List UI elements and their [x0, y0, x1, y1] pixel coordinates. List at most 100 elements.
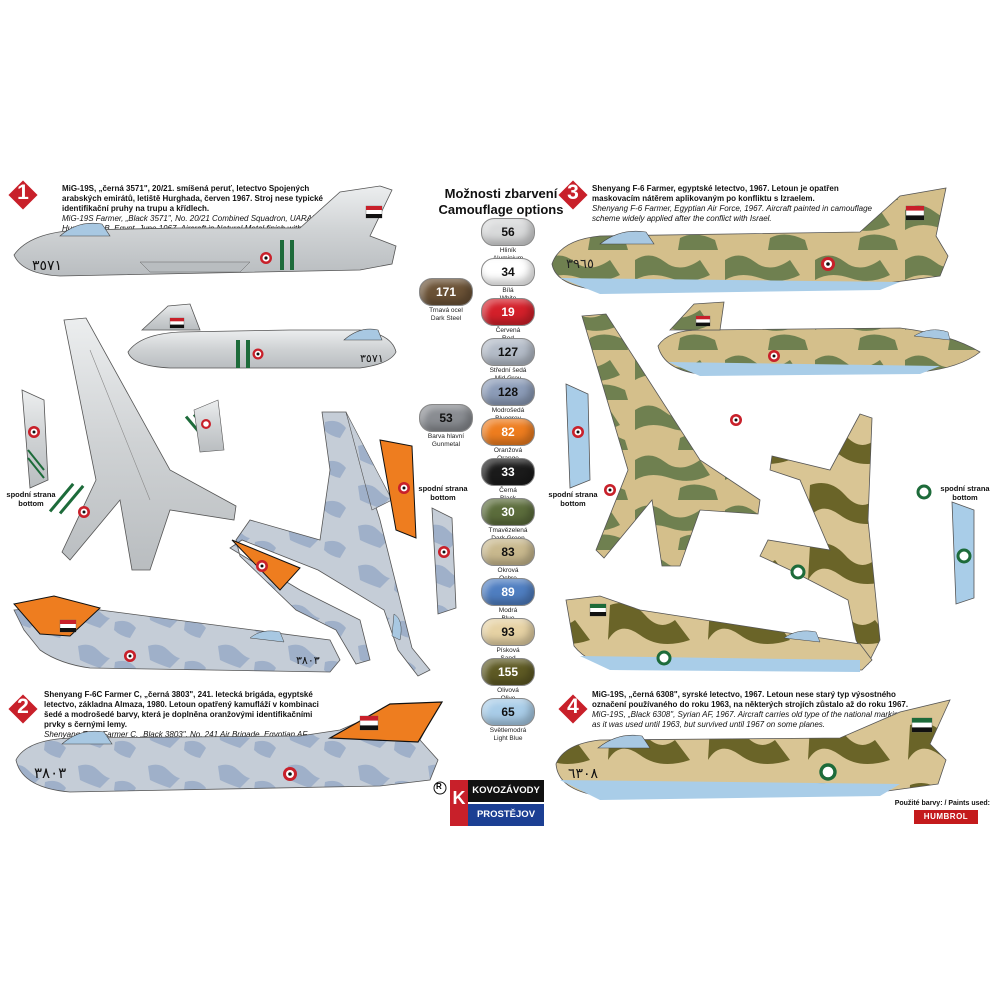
title-en: Camouflage options — [438, 202, 564, 217]
option-4-underside-wing — [951, 501, 975, 605]
option-1-underside-wing — [21, 389, 225, 489]
option-4-side-view-main: ٦٣٠٨ — [555, 699, 951, 800]
option-1-side-view: ٣٥٧١ — [13, 185, 397, 277]
paint-name-cz: Hliník — [499, 247, 517, 254]
paint-code: 53 — [419, 404, 473, 432]
label-en: bottom — [952, 493, 978, 502]
paint-name-cz: Okrová — [497, 567, 519, 574]
paint-name-cz: Bílá — [502, 287, 514, 294]
paint-chip-56: 56HliníkAluminium — [480, 218, 536, 263]
option-4-en: MiG-19S, „Black 6308", Syrian AF, 1967. … — [592, 710, 903, 729]
paint-code: 127 — [481, 338, 535, 366]
kovozavody-logo: R K KOVOZÁVODY PROSTĚJOV — [432, 780, 544, 826]
label-cz: spodní strana — [6, 490, 56, 499]
option-4-cz: MiG-19S, „černá 6308", syrské letectvo, … — [592, 690, 909, 709]
paint-name-cz: Trnavá ocel — [429, 307, 463, 314]
option-3-cz: Shenyang F-6 Farmer, egyptské letectvo, … — [592, 184, 839, 203]
serial-2: ٣٨٠٣ — [34, 764, 66, 782]
paint-chip-93: 93PískováSand — [480, 618, 536, 663]
paint-name-cz: Olivová — [497, 687, 519, 694]
paint-code: 56 — [481, 218, 535, 246]
paint-name-en: Gunmetal — [431, 441, 461, 448]
paint-name-cz: Písková — [496, 647, 520, 654]
option-4-top-view — [759, 413, 932, 665]
paint-name-cz: Modrošedá — [491, 407, 525, 414]
option-3-side-view-2 — [657, 301, 981, 376]
underside-label-4: spodní strana bottom — [940, 484, 990, 502]
underside-label-3: spodní strana bottom — [548, 490, 598, 508]
option-3-text: Shenyang F-6 Farmer, egyptské letectvo, … — [592, 184, 872, 224]
option-2-underside-wing — [431, 507, 457, 615]
paint-name-cz: Oranžová — [493, 447, 523, 454]
badge-shape — [6, 692, 40, 726]
option-2-top-view — [229, 411, 431, 677]
label-cz: spodní strana — [940, 484, 990, 493]
paint-code: 82 — [481, 418, 535, 446]
serial-3: ٣٩٦٥ — [566, 257, 594, 272]
paint-code: 19 — [481, 298, 535, 326]
logo-mark: K — [452, 788, 466, 808]
paint-name-cz: Červená — [495, 327, 521, 334]
option-1-cz: MiG-19S, „černá 3571", 20/21. smíšená pe… — [62, 184, 324, 213]
serial-1b: ٣٥٧١ — [360, 352, 384, 365]
option-4-number: 4 — [567, 695, 579, 718]
paint-name-en: Light Blue — [493, 735, 523, 742]
paint-name-cz: Střední šedá — [489, 367, 527, 374]
paint-code: 155 — [481, 658, 535, 686]
title-cz: Možnosti zbarvení — [444, 186, 558, 201]
paint-chip-19: 19ČervenáRed — [480, 298, 536, 343]
paint-code: 33 — [481, 458, 535, 486]
option-2-badge: 2 — [6, 692, 40, 726]
paint-name-cz: Černá — [499, 487, 517, 494]
paint-chip-89: 89ModráBlue — [480, 578, 536, 623]
label-cz: spodní strana — [548, 490, 598, 499]
badge-shape — [6, 178, 40, 212]
paint-code: 65 — [481, 698, 535, 726]
option-3-badge: 3 — [556, 178, 590, 212]
option-2-number: 2 — [17, 695, 29, 718]
option-1-number: 1 — [17, 181, 29, 204]
option-1-side-view-2: ٣٥٧١ — [127, 303, 397, 369]
badge-shape — [556, 692, 590, 726]
label-en: bottom — [18, 499, 44, 508]
option-3-side-view: ٣٩٦٥ — [551, 187, 949, 294]
underside-label-1: spodní strana bottom — [6, 490, 56, 508]
paint-name-en: Dark Steel — [430, 315, 462, 322]
paint-code: 83 — [481, 538, 535, 566]
humbrol-logo: HUMBROL — [914, 810, 978, 824]
label-en: bottom — [430, 493, 456, 502]
camouflage-options-title: Možnosti zbarvení Camouflage options — [436, 186, 566, 218]
logo-graphic — [433, 780, 544, 826]
option-3-underside-wing — [565, 383, 591, 489]
label-cz: spodní strana — [418, 484, 468, 493]
serial-1: ٣٥٧١ — [32, 258, 62, 274]
option-4-text: MiG-19S, „černá 6308", syrské letectvo, … — [592, 690, 912, 730]
paint-chip-82: 82OranžováOrange — [480, 418, 536, 463]
paint-chip-34: 34BíláWhite — [480, 258, 536, 303]
paint-code: 34 — [481, 258, 535, 286]
paint-code: 171 — [419, 278, 473, 306]
option-4-side-view — [565, 595, 873, 672]
paint-name-cz: Světlemodrá — [489, 727, 527, 734]
paints-used-label: Použité barvy: / Paints used: — [894, 800, 990, 807]
option-3-en: Shenyang F-6 Farmer, Egyptian Air Force,… — [592, 204, 872, 223]
option-1-badge: 1 — [6, 178, 40, 212]
option-2-side-view: ٣٨٠٣ — [13, 595, 341, 673]
logo-top-text: KOVOZÁVODY — [472, 785, 540, 796]
logo-bottom-text: PROSTĚJOV — [476, 809, 536, 820]
logo-reg: R — [436, 782, 442, 791]
option-2-cz: Shenyang F-6C Farmer C, „černá 3803", 24… — [44, 690, 319, 729]
paint-code: 30 — [481, 498, 535, 526]
paint-code: 128 — [481, 378, 535, 406]
paint-chip-128: 128ModrošedáBluegrey — [480, 378, 536, 423]
label-en: bottom — [560, 499, 586, 508]
underside-label-2: spodní strana bottom — [418, 484, 468, 502]
